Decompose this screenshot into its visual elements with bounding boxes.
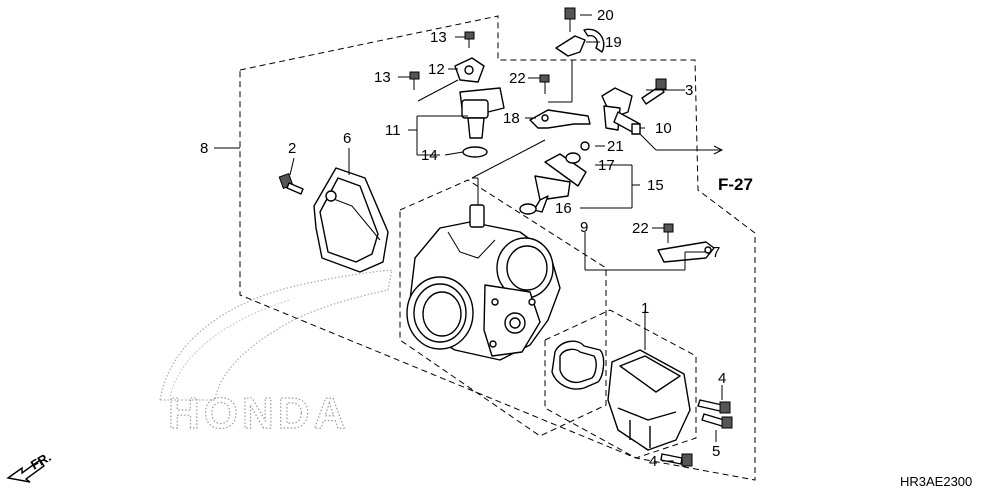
injector-15[interactable] [519,141,590,215]
callout-11: 11 [385,122,401,139]
callout-8: 8 [200,140,208,157]
callout-17: 17 [598,157,615,174]
throttle-body[interactable] [406,204,561,361]
front-arrow-icon [6,459,45,483]
stay-7[interactable] [657,223,715,263]
outer-boundary [239,15,756,481]
callout-15: 15 [647,177,664,194]
callout-2: 2 [288,140,296,157]
bracket-18[interactable] [529,74,591,129]
sensor-10[interactable] [601,78,667,135]
callout-4-upper: 4 [718,370,726,387]
callout-10: 10 [655,120,672,137]
leader-lines [214,14,724,462]
callout-3: 3 [685,82,693,99]
callout-13-lower: 13 [374,69,391,86]
callout-12: 12 [428,61,445,78]
callout-labels: 8 2 6 13 12 13 11 14 22 18 20 19 3 10 21… [200,7,753,470]
callout-1: 1 [641,300,649,317]
dashed-boundaries [239,15,756,481]
throttle-body-boundary [399,179,607,437]
callout-6: 6 [343,130,351,147]
cover-part[interactable] [313,167,389,273]
sensor-boundary [544,309,697,459]
reference-f27: F-27 [718,175,753,194]
callout-18: 18 [503,110,520,127]
callout-13-upper: 13 [430,29,447,46]
throttle-position-sensor[interactable] [551,340,691,451]
callout-22-lower: 22 [632,220,649,237]
front-label: FR. [28,449,54,472]
callout-9: 9 [580,219,588,236]
bolt-2[interactable] [278,173,304,195]
watermark-text: HONDA [168,389,349,438]
callout-20: 20 [597,7,614,24]
callout-4-lower: 4 [649,453,657,470]
callout-21: 21 [607,138,624,155]
clamp-19[interactable] [555,7,605,57]
callout-19: 19 [605,34,622,51]
callout-7: 7 [712,244,720,261]
callout-14: 14 [421,147,438,164]
callout-16: 16 [555,200,572,217]
diagram-code: HR3AE2300 [900,474,972,489]
sensor-bolts[interactable] [660,399,733,467]
callout-22-upper: 22 [509,70,526,87]
front-direction-marker: FR. [6,449,54,483]
screws-13[interactable] [409,31,475,90]
sensor-assembly-11[interactable] [454,57,505,158]
honda-watermark: HONDA [159,269,393,439]
callout-5: 5 [712,443,720,460]
